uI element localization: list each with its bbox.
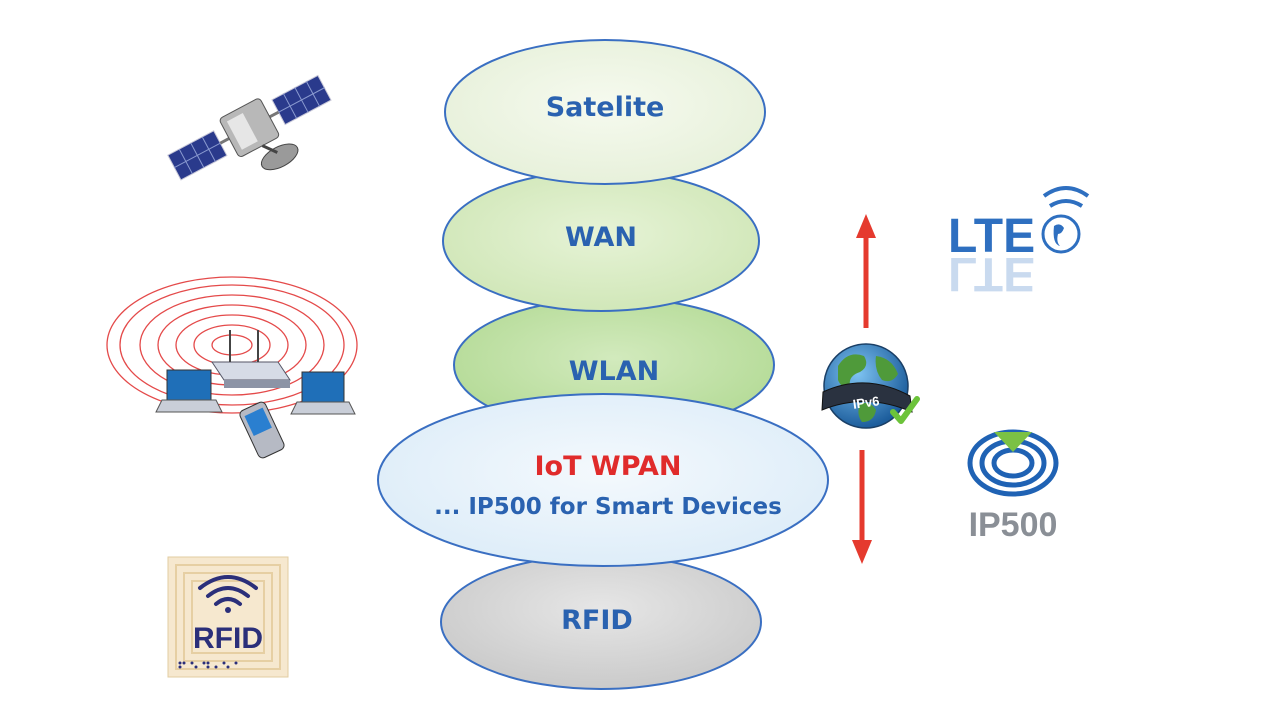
iot-wpan-layer [377, 393, 829, 567]
satelite-label: Satelite [545, 92, 665, 123]
iot-wpan-label: IoT WPAN [534, 451, 682, 482]
ipv6-globe-icon: IPv6 [821, 343, 920, 429]
wlan-label: WLAN [568, 356, 660, 387]
satelite-layer [444, 39, 766, 185]
rfid-tag-icon: RFID [167, 556, 289, 678]
ip500-logo: IP500 [967, 429, 1059, 544]
down-arrow [852, 450, 872, 564]
ipv6-label: IPv6 [852, 393, 881, 412]
rfid-tag-text: RFID [193, 622, 263, 655]
satellite-icon [167, 74, 332, 181]
lte-logo: LTE LTE [948, 186, 1090, 300]
iot-wpan-sublabel: ... IP500 for Smart Devices [434, 494, 782, 520]
lte-logo-text: LTE [948, 210, 1035, 263]
wireless-network-icon [106, 276, 358, 459]
rfid-label: RFID [561, 605, 633, 636]
lte-logo-reflection: LTE [948, 247, 1035, 300]
up-arrow [856, 214, 876, 328]
wan-label: WAN [564, 222, 638, 253]
ip500-logo-text: IP500 [969, 506, 1058, 544]
